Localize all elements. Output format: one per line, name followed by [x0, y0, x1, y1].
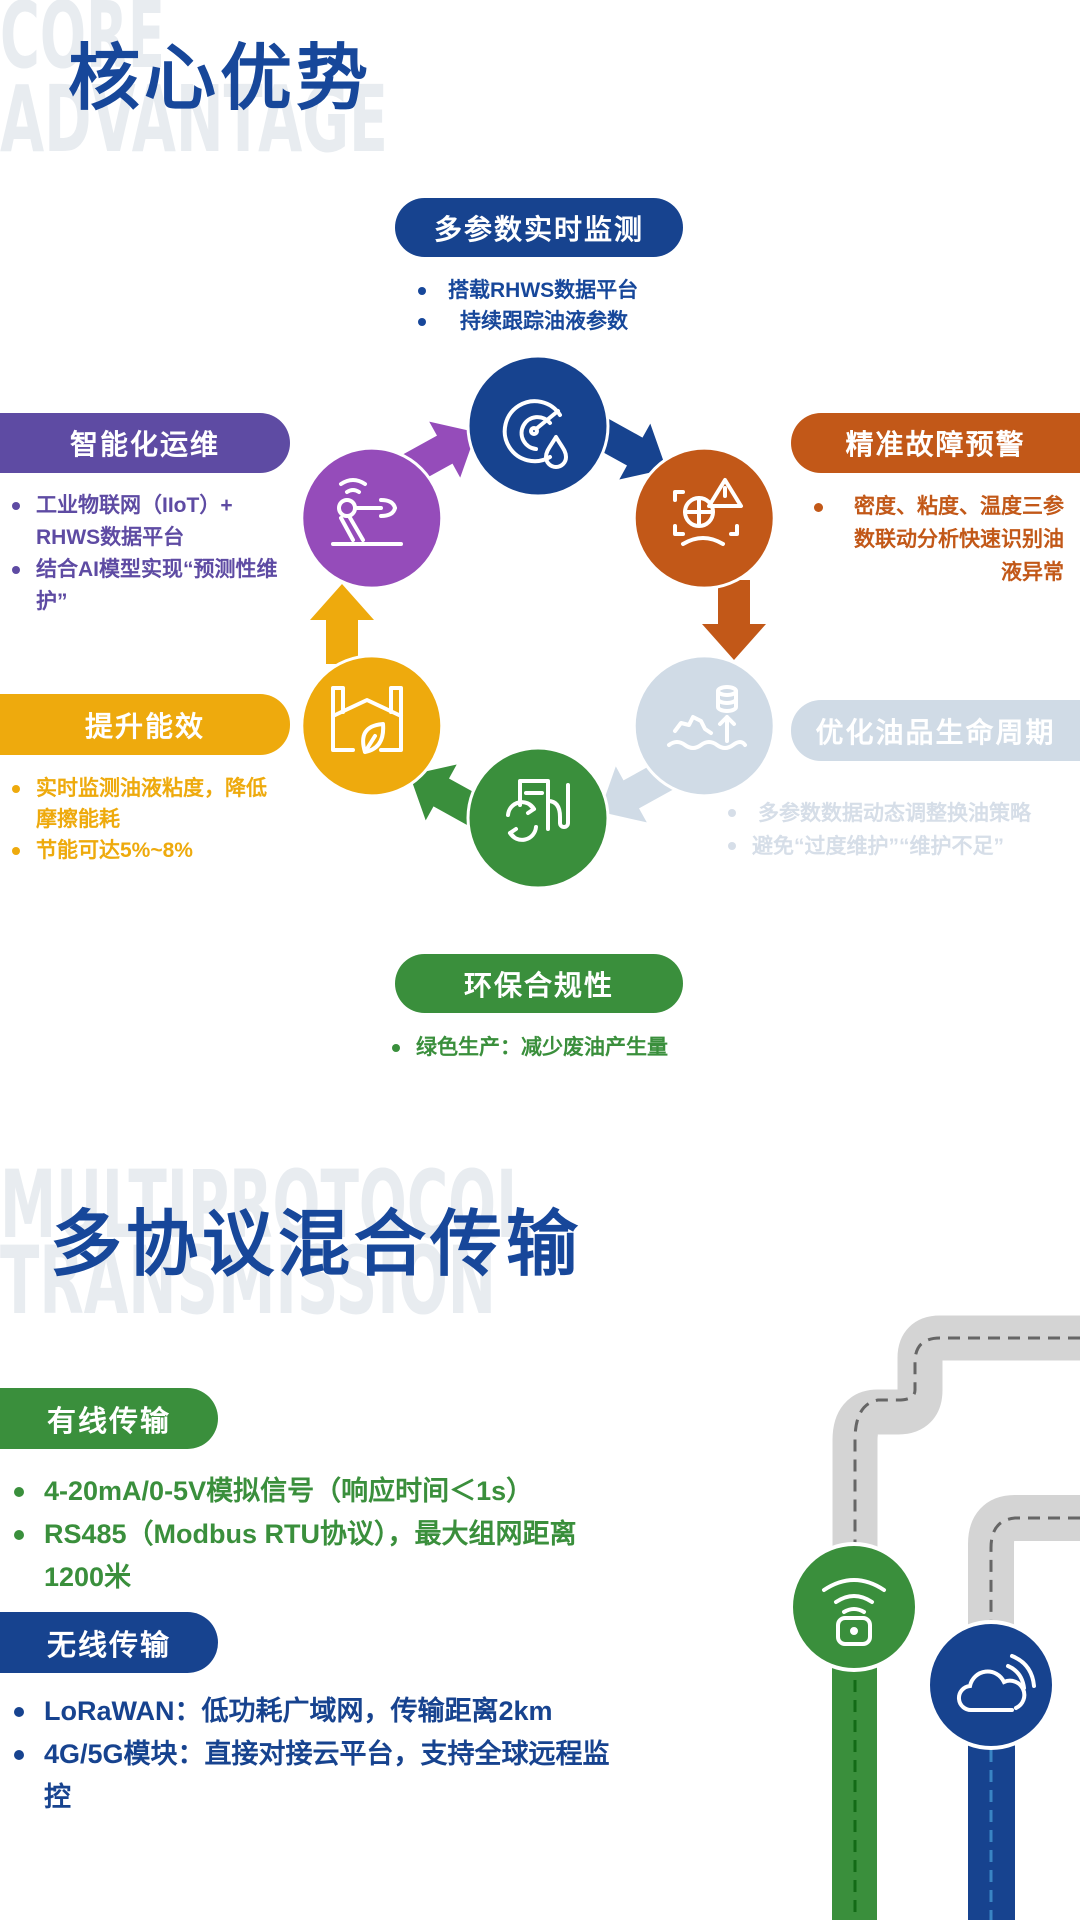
pill-multi-parameter-monitoring: 多参数实时监测 [395, 198, 683, 257]
pill-wireless-transmission: 无线传输 [0, 1612, 218, 1673]
bullet-item: 绿色生产：减少废油产生量 [386, 1032, 726, 1063]
bullet-item: 结合AI模型实现“预测性维护” [6, 554, 286, 618]
bullet-item: 避免“过度维护”“维护不足” [722, 830, 1072, 863]
efficiency-bullets: 实时监测油液粘度，降低摩擦能耗 节能可达5%~8% [6, 773, 286, 866]
cycle-node-smart [300, 446, 444, 590]
multiprotocol-watermark: MULTIPROTOCOL TRANSMISSION [0, 1160, 532, 1320]
bullet-item: 密度、粘度、温度三参数联动分析快速识别油液异常 [854, 495, 1064, 584]
wired-bullets: 4-20mA/0-5V模拟信号（响应时间＜1s） RS485（Modbus RT… [4, 1470, 644, 1599]
wireless-node [926, 1620, 1056, 1750]
cloud-signal-icon [957, 1654, 1036, 1713]
warning-bullets: 密度、粘度、温度三参数联动分析快速识别油液异常 [806, 490, 1064, 589]
bullet-item: LoRaWAN：低功耗广域网，传输距离2km [4, 1690, 644, 1733]
pill-oil-lifecycle: 优化油品生命周期 [791, 700, 1080, 761]
cycle-arrow [702, 580, 766, 660]
pill-wired-transmission: 有线传输 [0, 1388, 218, 1449]
pill-environmental-compliance: 环保合规性 [395, 954, 683, 1013]
watermark-line-1: CORE [0, 0, 165, 89]
bullet-item: 节能可达5%~8% [6, 835, 286, 866]
wired-road [832, 1315, 1080, 1550]
pill-smart-maintenance: 智能化运维 [0, 413, 290, 473]
bullet-item: 4-20mA/0-5V模拟信号（响应时间＜1s） [4, 1470, 644, 1513]
pill-energy-efficiency: 提升能效 [0, 694, 290, 755]
smart-bullets: 工业物联网（IIoT）+ RHWS数据平台 结合AI模型实现“预测性维护” [6, 490, 286, 618]
watermark-line-2: ADVANTAGE [0, 66, 388, 160]
bullet-item: 多参数数据动态调整换油策略 [722, 797, 1072, 830]
section-title-multiprotocol: 多协议混合传输 [50, 1205, 583, 1285]
cycle-node-efficiency [300, 654, 444, 798]
pill-fault-warning: 精准故障预警 [791, 413, 1080, 473]
watermark-line-2: TRANSMISSION [0, 1227, 496, 1320]
cycle-arrow [310, 584, 374, 664]
bullet-item: RS485（Modbus RTU协议），最大组网距离1200米 [4, 1513, 624, 1599]
bullet-item: 实时监测油液粘度，降低摩擦能耗 [6, 773, 286, 835]
bullet-item: 持续跟踪油液参数 [412, 306, 712, 337]
compliance-bullets: 绿色生产：减少废油产生量 [386, 1032, 726, 1063]
cycle-node-monitor [466, 354, 610, 498]
bullet-item: 搭载RHWS数据平台 [412, 275, 712, 306]
wireless-road [968, 1495, 1080, 1630]
bullet-item: 4G/5G模块：直接对接云平台，支持全球远程监控 [4, 1733, 624, 1819]
bullet-dot [814, 503, 823, 512]
section-title-core-advantage: 核心优势 [68, 39, 373, 119]
bullet-item: 工业物联网（IIoT）+ RHWS数据平台 [6, 490, 286, 554]
transmission-roads-graphic [789, 1315, 1080, 1920]
wifi-router-icon [822, 1578, 886, 1646]
cycle-node-compliance [466, 746, 610, 890]
cycle-node-lifecycle [632, 654, 776, 798]
lifecycle-bullets: 多参数数据动态调整换油策略 避免“过度维护”“维护不足” [722, 797, 1072, 863]
wireless-bullets: LoRaWAN：低功耗广域网，传输距离2km 4G/5G模块：直接对接云平台，支… [4, 1690, 644, 1819]
cycle-node-warning [632, 446, 776, 590]
watermark-line-1: MULTIPROTOCOL [0, 1160, 532, 1260]
monitor-bullets: 搭载RHWS数据平台 持续跟踪油液参数 [412, 275, 712, 337]
core-advantage-watermark: CORE ADVANTAGE [0, 0, 388, 160]
